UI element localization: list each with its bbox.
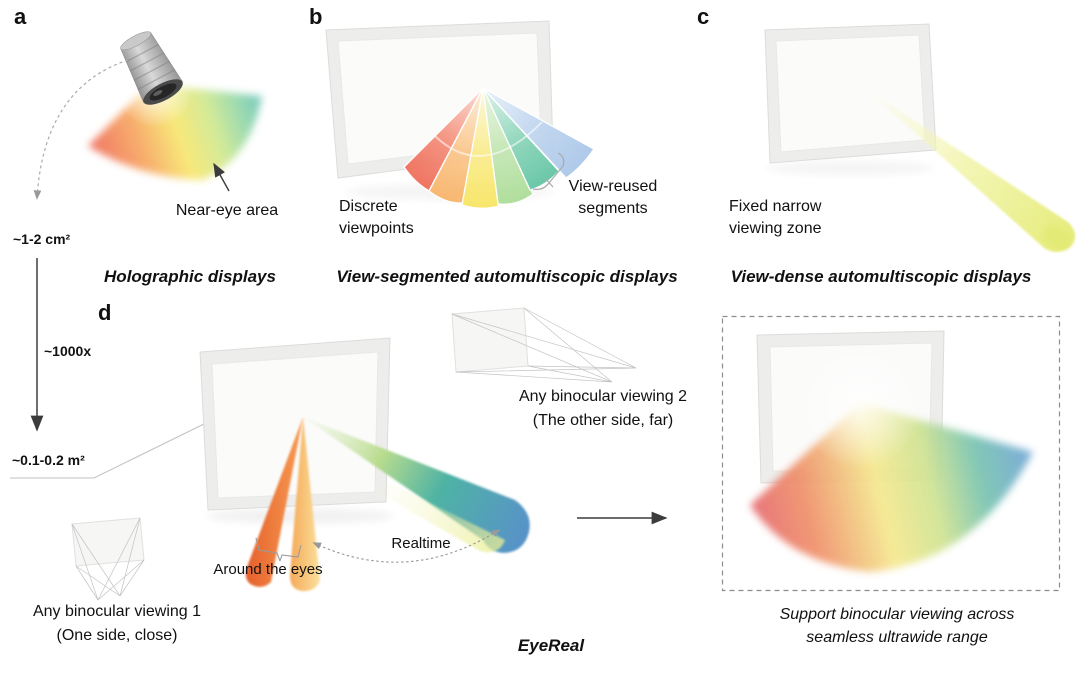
panel-a-dashed-arc	[33, 59, 129, 200]
fixed-narrow-line2: viewing zone	[729, 220, 822, 237]
panel-b-caption: View-segmented automultiscopic displays	[336, 267, 678, 286]
result-caption-line2: seamless ultrawide range	[806, 629, 988, 646]
area-1-2cm-label: ~1-2 cm²	[13, 231, 71, 247]
rainbow-fan-icon	[88, 50, 262, 180]
result-caption-line1: Support binocular viewing across	[779, 606, 1015, 623]
panel-c-art	[764, 23, 1076, 252]
around-the-eyes-label: Around the eyes	[213, 561, 323, 578]
wireframe-display-1-icon	[71, 517, 145, 601]
ultrawide-cone-icon	[750, 347, 1033, 572]
realtime-label: Realtime	[391, 535, 451, 552]
panel-d-label: d	[98, 300, 112, 325]
narrow-beam-icon	[866, 89, 1076, 252]
scale-1000x-label: ~1000x	[44, 343, 92, 359]
view-reused-line1: View-reused	[568, 178, 658, 195]
around-eyes-bracket	[255, 537, 302, 562]
panel-d-art	[71, 307, 1061, 601]
viewing2-line2: (The other side, far)	[532, 412, 674, 429]
panel-b-label: b	[309, 4, 323, 29]
display-panel-c-icon	[764, 23, 937, 175]
discrete-viewpoints-label: Discrete viewpoints	[339, 196, 414, 240]
display-panel-d-icon	[199, 337, 395, 524]
viewing1-line2: (One side, close)	[56, 627, 178, 644]
panel-a-caption: Holographic displays	[104, 267, 276, 286]
discrete-viewpoints-line1: Discrete	[339, 198, 398, 215]
fixed-narrow-line1: Fixed narrow	[729, 198, 822, 215]
panel-c-label: c	[697, 4, 710, 29]
area-01-02m-label: ~0.1-0.2 m²	[12, 452, 85, 468]
panel-a-art	[33, 31, 262, 200]
view-reused-segments-label: View-reused segments	[569, 176, 658, 220]
view-segment-fan-icon	[403, 87, 596, 209]
any-binocular-viewing-2-label: Any binocular viewing 2 (The other side,…	[519, 385, 687, 433]
panel-a-label: a	[14, 4, 27, 29]
panel-c-caption: View-dense automultiscopic displays	[730, 267, 1032, 286]
near-eye-area-label: Near-eye area	[175, 202, 279, 219]
realtime-arrow	[312, 529, 501, 563]
fixed-narrow-zone-label: Fixed narrow viewing zone	[729, 196, 822, 240]
view-reused-line2: segments	[578, 200, 648, 217]
wireframe-display-2-icon	[451, 307, 637, 383]
reused-segments-bracket	[532, 152, 565, 190]
result-caption: Support binocular viewing across seamles…	[780, 603, 1015, 649]
panel-d-caption: EyeReal	[517, 636, 585, 655]
viewing2-line1: Any binocular viewing 2	[518, 388, 688, 405]
eyepiece-lens-icon	[120, 31, 183, 105]
discrete-viewpoints-line2: viewpoints	[339, 220, 414, 237]
result-dashed-box	[721, 315, 1061, 592]
panel-b-art	[325, 20, 596, 209]
any-binocular-viewing-1-label: Any binocular viewing 1 (One side, close…	[33, 600, 201, 648]
scale-flow-arrows	[10, 258, 205, 479]
viewing1-line1: Any binocular viewing 1	[32, 603, 202, 620]
